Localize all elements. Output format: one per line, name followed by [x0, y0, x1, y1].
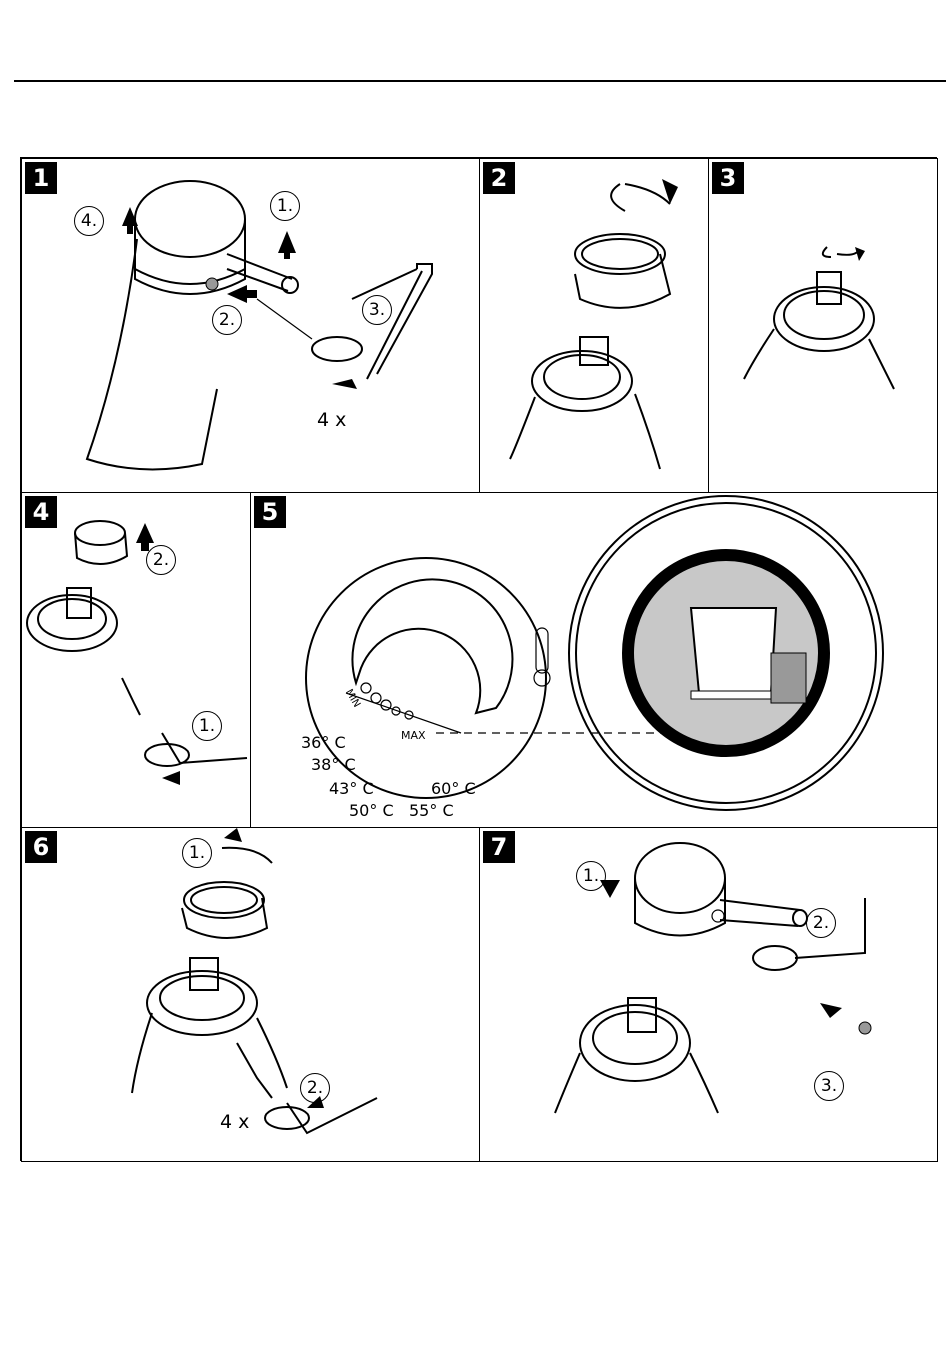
- dial-mark-max: MAX: [401, 729, 426, 742]
- step-number: 5: [254, 496, 286, 528]
- step-panel-4: 4 1. 2.: [21, 492, 251, 828]
- callout-3: 3.: [362, 295, 392, 325]
- callout-2: 2.: [300, 1073, 330, 1103]
- callout-1: 1.: [576, 861, 606, 891]
- callout-2: 2.: [806, 908, 836, 938]
- step-number: 6: [25, 831, 57, 863]
- step-panel-3: 3: [708, 158, 938, 493]
- callout-1: 1.: [270, 191, 300, 221]
- temp-label-60: 60° C: [431, 779, 476, 798]
- step-panel-1: 1 1. 2. 3. 4. 4 x: [21, 158, 480, 493]
- step-number: 4: [25, 496, 57, 528]
- top-rule: [14, 80, 946, 82]
- step-number: 3: [712, 162, 744, 194]
- temp-label-43: 43° C: [329, 779, 374, 798]
- temp-label-38: 38° C: [311, 755, 356, 774]
- step-number: 2: [483, 162, 515, 194]
- step-panel-5: 5 36° C 38° C 43° C 50° C 55° C 60° C MI…: [250, 492, 938, 828]
- temperature-dial-illustration: [251, 493, 938, 828]
- step-panel-2: 2: [479, 158, 709, 493]
- step-number: 1: [25, 162, 57, 194]
- callout-3: 3.: [814, 1071, 844, 1101]
- callout-4: 4.: [74, 206, 104, 236]
- temp-label-55: 55° C: [409, 801, 454, 820]
- reassembly-illustration: [22, 828, 480, 1162]
- callout-1: 1.: [192, 711, 222, 741]
- nut-removal-illustration: [709, 159, 938, 493]
- instruction-grid: 1 1. 2. 3. 4. 4 x 2: [20, 157, 937, 1161]
- repeat-count-label: 4 x: [220, 1113, 249, 1132]
- step-panel-7: 7 1. 2. 3.: [479, 827, 938, 1162]
- repeat-count-label: 4 x: [317, 411, 346, 430]
- temp-label-36: 36° C: [301, 733, 346, 752]
- cartridge-removal-illustration: [22, 493, 251, 828]
- temp-label-50: 50° C: [349, 801, 394, 820]
- step-panel-6: 6 1. 2. 4 x: [21, 827, 480, 1162]
- callout-2: 2.: [146, 545, 176, 575]
- callout-2: 2.: [212, 305, 242, 335]
- handle-refitting-illustration: [480, 828, 938, 1162]
- cover-removal-illustration: [480, 159, 709, 493]
- step-number: 7: [483, 831, 515, 863]
- callout-1: 1.: [182, 838, 212, 868]
